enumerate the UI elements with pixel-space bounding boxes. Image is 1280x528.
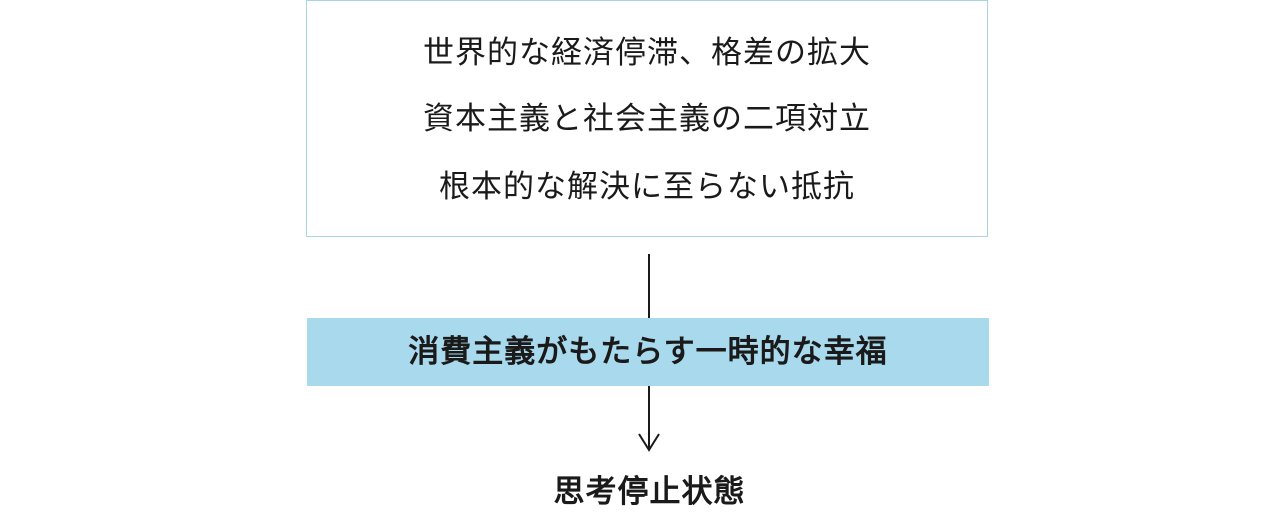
cause-line-3: 根本的な解決に至らない抵抗 bbox=[439, 169, 855, 205]
connector-line-bottom bbox=[648, 386, 650, 448]
cause-line-1: 世界的な経済停滞、格差の拡大 bbox=[423, 35, 871, 71]
arrow-down-icon bbox=[638, 433, 660, 452]
causes-box: 世界的な経済停滞、格差の拡大 資本主義と社会主義の二項対立 根本的な解決に至らな… bbox=[306, 0, 988, 237]
connector-line-top bbox=[648, 254, 650, 318]
highlight-box: 消費主義がもたらす一時的な幸福 bbox=[307, 318, 989, 386]
result-label: 思考停止状態 bbox=[553, 474, 746, 510]
cause-line-2: 資本主義と社会主義の二項対立 bbox=[423, 101, 871, 137]
consumerism-happiness-label: 消費主義がもたらす一時的な幸福 bbox=[408, 334, 888, 370]
